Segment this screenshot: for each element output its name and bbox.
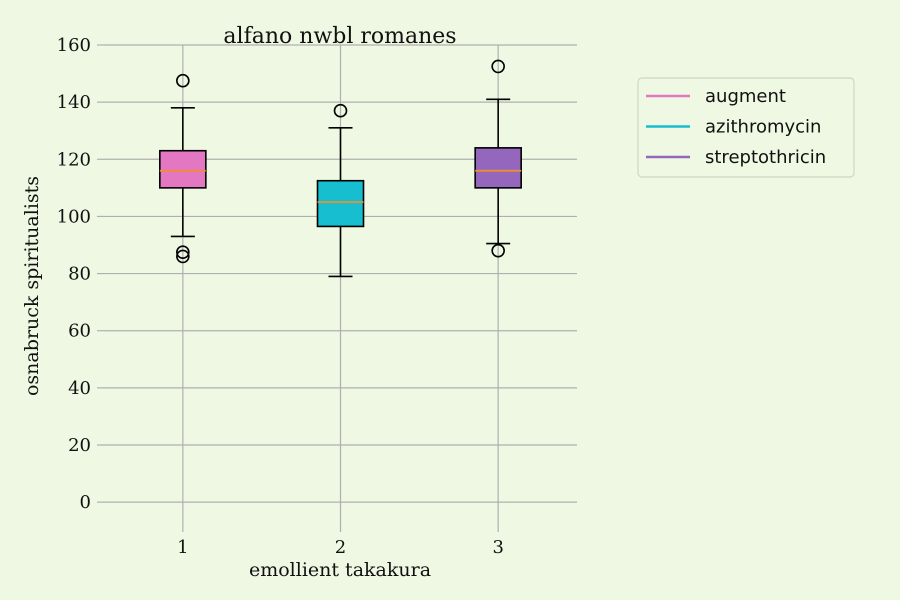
x-tick-label: 1: [177, 537, 188, 558]
legend-label: azithromycin: [705, 117, 821, 138]
x-axis-title: emollient takakura: [249, 559, 431, 581]
y-tick-label: 40: [68, 378, 91, 399]
legend-box: [637, 77, 855, 178]
iqr-box: [474, 147, 522, 189]
iqr-box: [316, 179, 365, 228]
y-tick-label: 140: [57, 92, 91, 113]
outlier-point: [176, 73, 190, 88]
iqr-box: [159, 149, 207, 189]
y-tick-label: 0: [80, 492, 91, 513]
outlier-point: [176, 249, 190, 264]
outlier-point: [491, 243, 505, 258]
y-tick-label: 100: [57, 206, 91, 227]
axis-layer: 0 20 40 60 80 100 120 140 160 1 2 3: [57, 35, 504, 558]
y-tick-label: 160: [57, 35, 91, 56]
y-tick-label: 120: [57, 149, 91, 170]
legend-label: streptothricin: [705, 147, 826, 168]
outlier-point: [491, 59, 505, 74]
y-axis-title: osnabruck spiritualists: [21, 176, 43, 396]
y-tick-label: 80: [68, 264, 91, 285]
legend: augment azithromycin streptothricin: [637, 77, 855, 178]
legend-label: augment: [705, 86, 786, 107]
outlier-point: [333, 103, 348, 118]
y-tick-label: 20: [68, 435, 91, 456]
chart-title: alfano nwbl romanes: [223, 24, 456, 49]
x-tick-label: 3: [492, 537, 503, 558]
outlier-point: [176, 245, 190, 259]
x-tick-label: 2: [335, 537, 346, 558]
box-layer: [159, 59, 522, 278]
y-tick-label: 60: [68, 321, 91, 342]
